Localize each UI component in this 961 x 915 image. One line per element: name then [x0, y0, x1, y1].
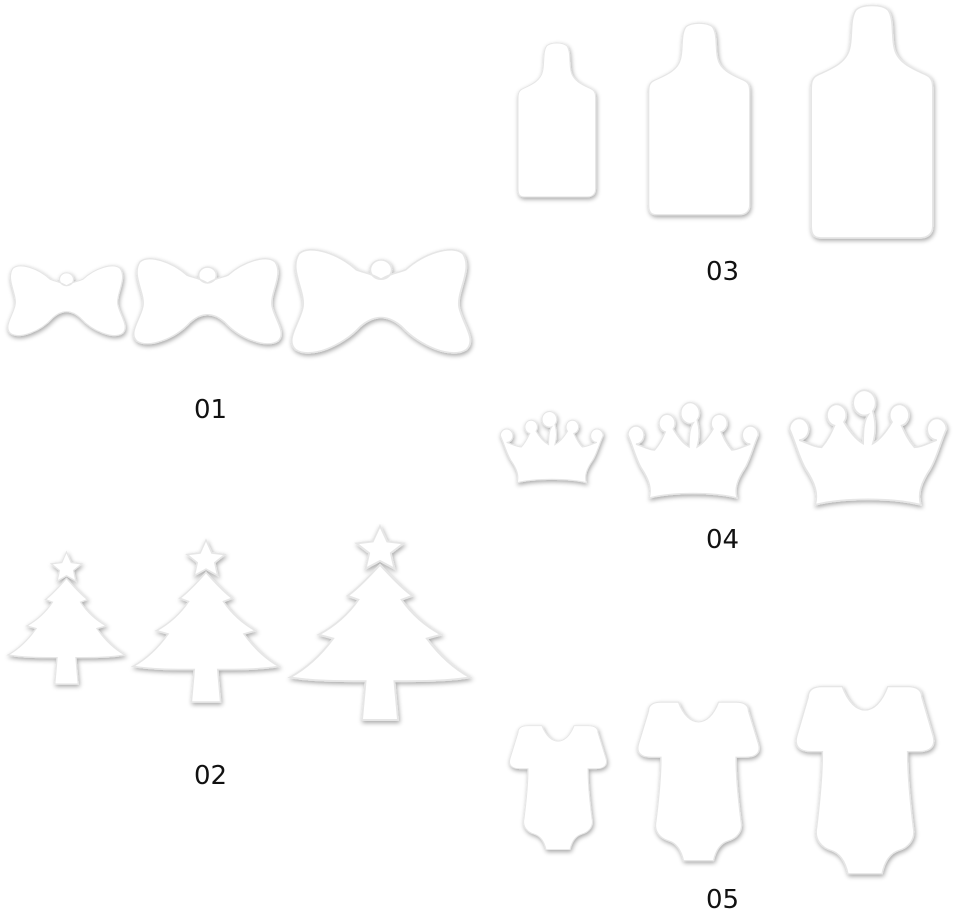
bottle-medium	[647, 22, 751, 216]
tree-group	[7, 525, 471, 721]
crown-group	[499, 389, 948, 506]
group-label-03: 03	[706, 257, 740, 287]
crown-small	[499, 410, 604, 484]
crown-large	[788, 389, 948, 506]
bodysuit-large	[795, 685, 935, 875]
bottle-group	[517, 4, 934, 239]
bow-medium	[132, 258, 283, 345]
bodysuit-medium	[637, 701, 760, 862]
tree-small	[7, 551, 126, 685]
bow-large	[290, 248, 472, 354]
group-label-01: 01	[194, 395, 228, 425]
group-label-02: 02	[194, 761, 228, 791]
bow-small	[7, 265, 126, 337]
crown-medium	[627, 401, 760, 499]
tree-medium	[132, 539, 280, 703]
tree-large	[289, 525, 471, 721]
group-label-05: 05	[706, 885, 740, 915]
bodysuit-small	[508, 725, 608, 851]
group-label-04: 04	[706, 525, 740, 555]
bottle-small	[517, 42, 597, 198]
bottle-large	[810, 4, 934, 239]
bow-group	[7, 248, 472, 354]
bodysuit-group	[508, 685, 935, 875]
